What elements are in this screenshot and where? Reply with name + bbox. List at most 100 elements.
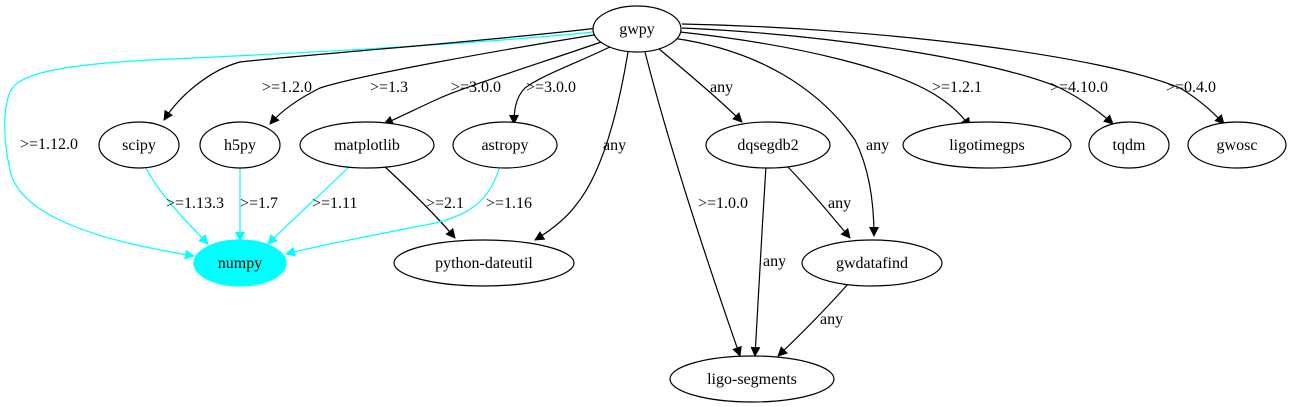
edge-line: [657, 47, 743, 123]
edge-label: any: [763, 253, 786, 270]
edge-label: >=1.7: [240, 195, 278, 212]
edge-gwpy-gwdatafind: any: [671, 37, 889, 237]
edge-line: [750, 165, 767, 357]
edge-label: >=1.13.3: [166, 195, 224, 212]
edge-scipy-numpy: >=1.13.3: [145, 167, 224, 245]
node-shape: [1088, 121, 1170, 169]
edge-line: [4, 31, 594, 260]
node-tqdm[interactable]: tqdm: [1088, 121, 1170, 169]
edge-label: any: [820, 311, 843, 328]
node-gwpy[interactable]: gwpy: [592, 5, 682, 53]
edge-gwpy-tqdm: >=4.10.0: [681, 27, 1114, 125]
node-shape: [902, 121, 1072, 169]
node-label: python-dateutil: [435, 255, 533, 272]
node-label: ligo-segments: [707, 371, 797, 388]
edge-label: >=1.12.0: [20, 136, 78, 153]
edge-label: >=0.4.0: [1166, 79, 1216, 96]
edge-label: >=1.16: [486, 195, 532, 212]
node-label: gwpy: [619, 21, 655, 38]
node-h5py[interactable]: h5py: [199, 121, 281, 169]
edge-line: [644, 51, 742, 357]
edge-line: [163, 27, 599, 121]
node-gwosc[interactable]: gwosc: [1187, 121, 1287, 169]
edge-gwdatafind-ligo-segments: any: [777, 283, 849, 357]
node-shape: [452, 121, 558, 169]
node-shape: [199, 121, 281, 169]
edge-label: >=1.2.0: [262, 79, 312, 96]
node-shape: [1187, 121, 1287, 169]
node-dqsegdb2[interactable]: dqsegdb2: [705, 121, 831, 169]
node-astropy[interactable]: astropy: [452, 121, 558, 169]
edge-line: [777, 283, 849, 357]
node-scipy[interactable]: scipy: [98, 121, 180, 169]
node-label: ligotimegps: [949, 137, 1025, 154]
node-shape: [299, 121, 435, 169]
node-label: scipy: [122, 137, 156, 154]
node-shape: [801, 239, 943, 287]
edge-label: >=1.0.0: [698, 195, 748, 212]
edge-label: >=2.1: [426, 195, 464, 212]
node-ligotimegps[interactable]: ligotimegps: [902, 121, 1072, 169]
edge-gwpy-ligo-segments: >=1.0.0: [644, 51, 748, 357]
node-numpy[interactable]: numpy: [193, 239, 287, 287]
edge-gwpy-numpy: >=1.12.0: [4, 31, 594, 260]
edge-line: [681, 27, 1114, 125]
edge-gwpy-h5py: >=1.3: [269, 33, 601, 125]
edge-line: [145, 167, 209, 245]
edge-line: [267, 165, 351, 245]
node-label: numpy: [218, 255, 262, 272]
edge-line: [679, 31, 971, 128]
edge-gwpy-matplotlib: >=3.0.0: [383, 39, 608, 125]
edge-dqsegdb2-gwdatafind: any: [786, 165, 851, 239]
edge-line: [383, 165, 456, 239]
edge-matplotlib-python-dateutil: >=2.1: [383, 165, 464, 239]
node-label: gwdatafind: [836, 255, 908, 272]
node-python-dateutil[interactable]: python-dateutil: [393, 239, 575, 287]
node-shape: [193, 239, 287, 287]
node-label: astropy: [481, 137, 528, 154]
edge-label: any: [828, 195, 851, 212]
edge-label: >=4.10.0: [1050, 79, 1108, 96]
edge-line: [269, 33, 601, 125]
node-gwdatafind[interactable]: gwdatafind: [801, 239, 943, 287]
edge-label: any: [866, 137, 889, 154]
edge-gwpy-ligotimegps: >=1.2.1: [679, 31, 982, 128]
edge-label: >=3.0.0: [526, 79, 576, 96]
edge-line: [383, 39, 608, 125]
node-shape: [705, 121, 831, 169]
node-shape: [669, 355, 835, 403]
edge-line: [534, 51, 629, 241]
edge-line: [786, 165, 851, 239]
node-shape: [592, 5, 682, 53]
edge-label: any: [603, 137, 626, 154]
edge-line: [509, 43, 617, 125]
node-shape: [393, 239, 575, 287]
edge-label: >=1.3: [370, 79, 408, 96]
edge-gwpy-python-dateutil: any: [534, 51, 629, 241]
edges: >=1.12.0 >=1.2.0 >=1.3 >=3.0.0 >=3.0.0 a…: [4, 23, 1225, 357]
nodes: gwpy scipy h5py matplotlib astropy dqseg…: [98, 5, 1287, 403]
edge-line: [681, 23, 1225, 125]
node-matplotlib[interactable]: matplotlib: [299, 121, 435, 169]
node-label: h5py: [224, 137, 256, 154]
edge-matplotlib-numpy: >=1.11: [267, 165, 357, 245]
node-label: matplotlib: [334, 137, 400, 154]
edge-label: >=1.2.1: [932, 79, 982, 96]
node-label: tqdm: [1113, 137, 1146, 154]
edge-h5py-numpy: >=1.7: [235, 166, 278, 242]
edge-gwpy-dqsegdb2: any: [657, 47, 743, 123]
edge-gwpy-astropy: >=3.0.0: [509, 43, 617, 125]
edge-gwpy-gwosc: >=0.4.0: [681, 23, 1225, 125]
node-ligo-segments[interactable]: ligo-segments: [669, 355, 835, 403]
edge-label: >=1.11: [312, 195, 357, 212]
node-shape: [98, 121, 180, 169]
edge-gwpy-scipy: >=1.2.0: [163, 27, 599, 121]
edge-line: [285, 165, 501, 257]
edge-label: any: [710, 79, 733, 96]
edge-line: [671, 37, 879, 237]
node-label: dqsegdb2: [737, 137, 798, 154]
edge-dqsegdb2-ligo-segments: any: [750, 165, 786, 357]
edge-astropy-numpy: >=1.16: [285, 165, 532, 257]
node-label: gwosc: [1217, 137, 1258, 154]
